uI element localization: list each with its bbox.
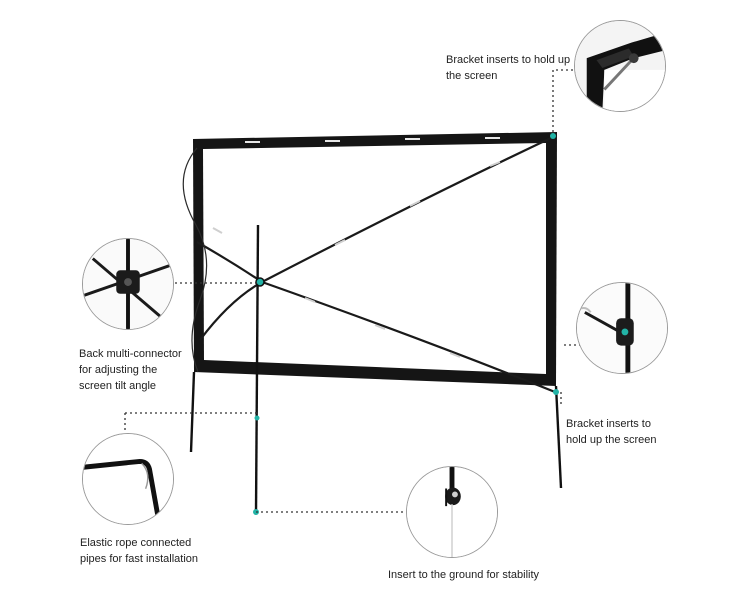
callout-multi-connector	[82, 238, 174, 330]
brace-highlights	[212, 161, 501, 358]
multi-connector-icon	[83, 239, 173, 329]
bottom-right-joint	[553, 389, 559, 395]
ground-stake-icon	[407, 467, 497, 557]
label-bracket-top: Bracket inserts to hold up the screen	[446, 54, 571, 82]
label-ground-insert: Insert to the ground for stability	[388, 569, 540, 581]
leg-joint	[254, 415, 260, 421]
elastic-cord	[182, 147, 208, 373]
label-back-connector: Back multi-connector for adjusting the s…	[79, 348, 182, 392]
callout-elastic-rope	[82, 433, 174, 525]
callout-corner-bracket	[574, 20, 666, 112]
label-bracket-right: Bracket inserts to hold up the screen	[566, 418, 657, 446]
corner-bracket-icon	[575, 21, 665, 111]
elastic-rope-pipe-icon	[83, 434, 173, 524]
callout-ground-stake	[406, 466, 498, 558]
top-right-joint	[550, 133, 556, 139]
frame-stitching	[245, 137, 500, 143]
callout-bracket-joint	[576, 282, 668, 374]
label-elastic-rope: Elastic rope connected pipes for fast in…	[80, 537, 199, 565]
bracket-joint-icon	[577, 283, 667, 373]
support-legs	[189, 224, 563, 513]
center-connector	[255, 277, 265, 287]
projection-surface	[203, 143, 546, 374]
